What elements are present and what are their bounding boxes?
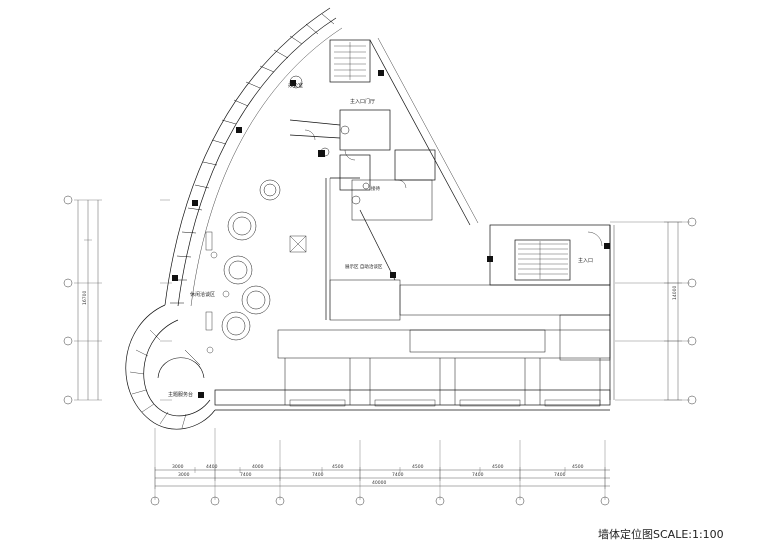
curved-facade-outer <box>164 7 331 306</box>
right-overall-dimension: 14000 <box>672 286 678 300</box>
room-label-service-counter: 主题服务台 <box>168 391 193 398</box>
right-dimension-lines <box>664 221 682 401</box>
dimension-text: 4500 <box>572 464 584 470</box>
room-label-office: 办公室 <box>288 82 303 89</box>
left-dimension-lines <box>74 199 102 401</box>
bottom-dimension-lines <box>154 467 610 489</box>
room-label-reception: 接待 <box>371 185 380 192</box>
grid-axis-markers <box>63 195 697 506</box>
curved-facade-inner <box>177 17 337 307</box>
bottom-total-dimension: 40000 <box>372 480 386 486</box>
left-overall-dimension: 16700 <box>82 291 88 305</box>
dimension-text: 3000 <box>178 472 190 478</box>
dimension-text: 7400 <box>392 472 404 478</box>
dimension-text: 7400 <box>554 472 566 478</box>
dimension-text: 4500 <box>332 464 344 470</box>
dimension-text: 7400 <box>472 472 484 478</box>
lounge-table-group <box>221 179 281 341</box>
drawing-caption: 墙体定位图SCALE:1:100 <box>598 528 724 541</box>
dimension-text: 7400 <box>312 472 324 478</box>
dimension-text: 4000 <box>252 464 264 470</box>
dimension-text: 4500 <box>412 464 424 470</box>
dimension-text: 4500 <box>492 464 504 470</box>
room-label-main-entrance: 主入口 <box>578 257 593 264</box>
room-label-leisure-area: 休闲洽谈区 <box>190 291 215 298</box>
dimension-text: 3000 <box>172 464 184 470</box>
room-label-main-entrance-hall: 主入口门厅 <box>350 98 375 105</box>
bottom-dimension-row-1: 3000 4400 4000 4500 4500 4500 4500 <box>172 464 584 470</box>
rotunda-wall <box>125 304 216 430</box>
dimension-text: 7400 <box>240 472 252 478</box>
dimension-text: 4400 <box>206 464 218 470</box>
room-label-display-area: 展示区 自助洽谈区 <box>345 263 383 270</box>
bottom-dimension-row-2: 3000 7400 7400 7400 7400 7400 <box>178 472 566 478</box>
